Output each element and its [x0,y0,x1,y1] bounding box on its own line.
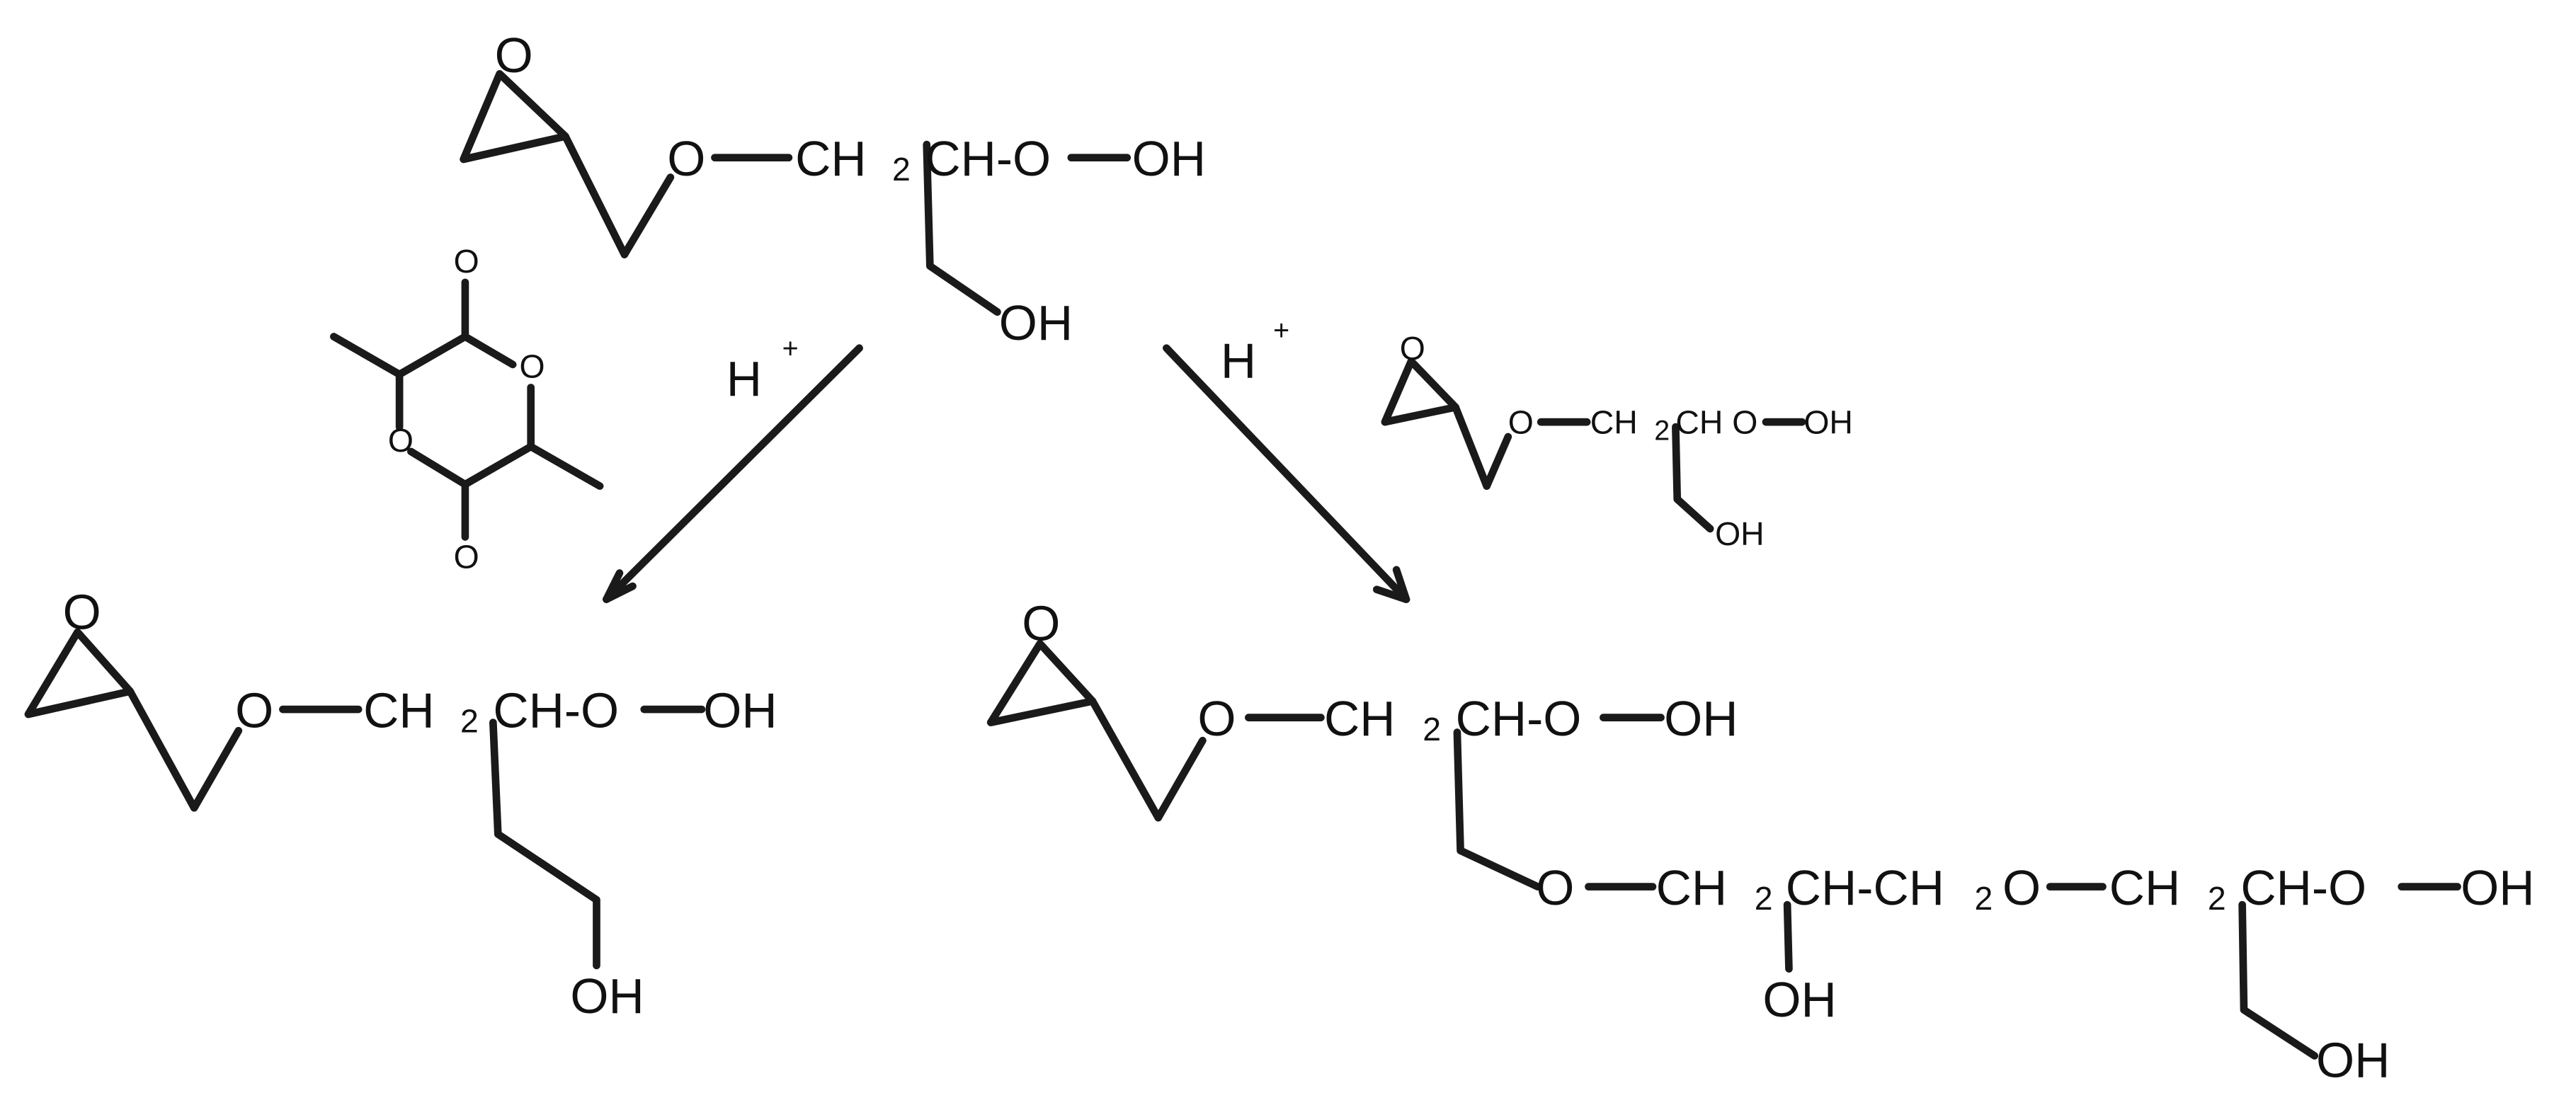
product-left-ch2-label: CH [363,683,435,738]
co-reagent-ch-o-label: CH O [1675,404,1757,440]
co-reagent-bond-ring-ch2 [1452,403,1491,490]
co-reagent-side-oh: OH [1715,515,1765,552]
co-reagent-peroxide-oh: OH [1803,404,1853,440]
co-reagent-ring-oxygen: O [1400,330,1425,367]
arrow-left-shaft [603,344,863,603]
reactant-ch-o-label: CH-O [925,131,1051,186]
product-left-molecule: O O CH 2 CH-O OH OH [24,584,777,1024]
lactide-bond-o-c3 [407,447,469,488]
product-right-chain-oxygen-2: O [2002,860,2041,915]
product-right-ch2-label: CH [1324,691,1396,746]
co-reagent-molecule: O O CH 2 CH O OH OH [1381,330,1853,552]
product-right-bond-to-chain [1453,728,1541,891]
co-reagent-bond-ch2-o [1483,433,1512,490]
product-right-chain-peroxide-oh: OH [2461,860,2534,915]
product-left-peroxide-oh: OH [703,683,777,738]
catalyst-right-plus: + [1273,315,1289,346]
product-right-chain-ch-ch: CH-CH [1786,860,1944,915]
reactant-peroxide-oh: OH [1132,131,1206,186]
product-right-epoxide-ring [986,639,1097,726]
product-left-terminal-oh: OH [570,968,644,1024]
arrow-right-shaft [1163,344,1410,603]
reaction-arrow-right [1163,344,1410,603]
catalyst-right: H + [1221,315,1289,388]
lactide-oxygen-left: O [388,422,414,459]
lactide-bond-methyl-left [330,333,404,379]
catalyst-left-plus: + [782,333,799,365]
product-right-chain-ch-o: CH-O [2240,860,2366,915]
reactant-bond-ch2-o [620,173,675,258]
lactide-bond-c1-c2 [395,333,469,379]
lactide-bond-methyl-right [527,442,604,490]
catalyst-left: H + [726,333,799,406]
product-right-chain-oxygen-1: O [1536,860,1574,915]
co-reagent-subscript-2: 2 [1654,416,1670,447]
product-left-bond-ch2-o [190,726,243,812]
lactide-bond-c3-c4 [461,442,535,488]
product-left-ring-oxygen: O [63,584,101,639]
reactant-epoxide-ring [460,70,569,164]
product-left-ether-oxygen: O [235,683,273,738]
reaction-arrow-left [603,344,863,603]
product-right-bond-end-side-chain [2238,900,2319,1060]
product-right-ring-oxygen: O [1022,596,1060,651]
product-right-molecule: O O CH 2 CH-O OH O CH 2 CH-CH 2 O CH 2 C… [986,596,2535,1088]
product-right-ch-o-label: CH-O [1456,691,1582,746]
reactant-bond-side-chain [923,140,1001,316]
lactide-oxygen-right: O [519,348,545,384]
reactant-ring-oxygen: O [495,28,533,83]
reactant-side-oh: OH [999,295,1073,350]
product-right-chain-ch2-b: CH [2109,860,2180,915]
product-right-ether-oxygen: O [1197,691,1236,746]
reactant-ether-oxygen: O [667,131,705,186]
product-right-subscript-2b: 2 [1975,880,1993,917]
co-reagent-bond-side-chain [1672,423,1714,533]
reactant-molecule: O O CH 2 CH-O OH OH [460,28,1206,350]
catalyst-right-h: H [1221,333,1256,388]
catalyst-left-h: H [726,351,762,406]
product-left-bond-side-chain [489,719,600,970]
reactant-subscript-2: 2 [892,151,911,188]
product-right-peroxide-oh: OH [1664,691,1738,746]
product-right-bond-ch-oh [1783,900,1793,973]
product-left-epoxide-ring [24,628,135,719]
arrow-left-head [603,569,637,603]
product-right-chain-ch2-a: CH [1656,860,1728,915]
lactide-molecule: O O O O [330,243,604,576]
product-right-bond-ch2-o [1154,736,1207,822]
product-right-mid-oh: OH [1762,972,1836,1027]
product-right-subscript-2a: 2 [1755,880,1773,917]
product-right-end-oh: OH [2316,1033,2390,1088]
product-left-subscript-2: 2 [460,703,479,740]
lactide-bond-c1-o [461,333,517,369]
lactide-oxygen-bottom: O [454,539,479,576]
co-reagent-epoxide-ring [1381,357,1459,426]
product-right-subscript-2c: 2 [2208,880,2226,917]
lactide-oxygen-top: O [454,243,479,280]
co-reagent-ether-oxygen: O [1508,404,1534,440]
reactant-bond-ring-ch2 [562,132,629,258]
product-right-bond-ring-ch2 [1088,697,1163,822]
reactant-ch2-label: CH [795,131,867,186]
product-left-bond-ring-ch2 [126,687,198,812]
arrow-right-head [1372,566,1410,603]
co-reagent-ch2-label: CH [1590,404,1638,440]
product-right-subscript-2: 2 [1423,711,1441,748]
product-left-ch-o-label: CH-O [493,683,619,738]
